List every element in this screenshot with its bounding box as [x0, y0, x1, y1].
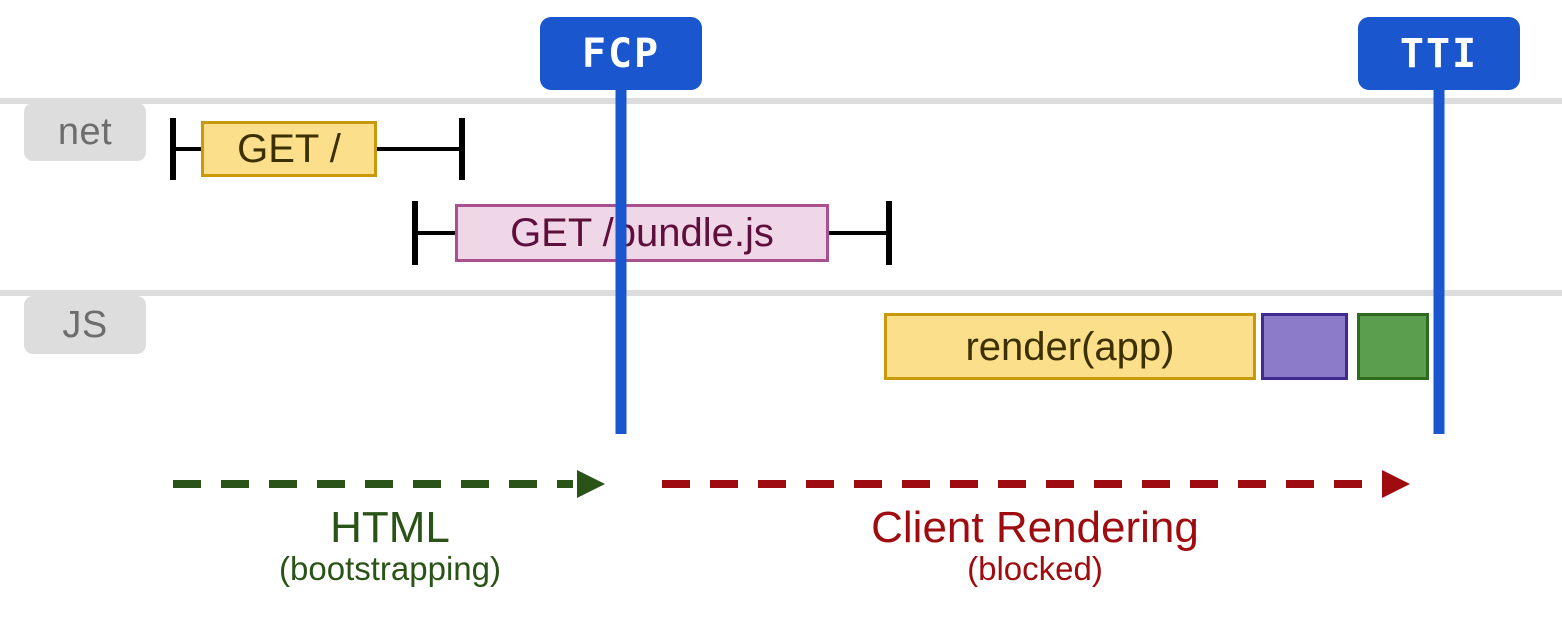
- milestone-tti-badge: TTI: [1358, 17, 1520, 90]
- js-track-rule: [0, 290, 1562, 296]
- phase-client-caption: Client Rendering (blocked): [640, 503, 1430, 587]
- phase-html-subtitle: (bootstrapping): [279, 549, 501, 587]
- network-bar-get-root: GET /: [0, 118, 1562, 180]
- milestone-fcp-badge: FCP: [540, 17, 702, 90]
- whisker-cap-end: [459, 118, 465, 180]
- whisker-line-end: [828, 231, 888, 235]
- phase-html-arrowhead-icon: [577, 470, 605, 498]
- track-label-net: net: [24, 103, 146, 161]
- track-label-js: JS: [24, 296, 146, 354]
- whisker-line-end: [372, 147, 462, 151]
- whisker-line-start: [414, 231, 458, 235]
- milestone-tti-line: [1433, 90, 1445, 434]
- network-bar-label: GET /bundle.js: [455, 204, 829, 262]
- net-track-rule: [0, 98, 1562, 104]
- phase-client-title: Client Rendering: [871, 503, 1199, 552]
- phase-html-dashed-line: [173, 480, 573, 488]
- phase-client-dashed-line: [662, 480, 1378, 488]
- phase-client-subtitle: (blocked): [967, 549, 1103, 587]
- whisker-line-start: [172, 147, 204, 151]
- network-bar-label: GET /: [201, 121, 377, 177]
- js-task-render-app: render(app): [884, 313, 1256, 380]
- phase-html-caption: HTML (bootstrapping): [0, 503, 780, 587]
- network-bar-get-bundle: GET /bundle.js: [0, 201, 1562, 265]
- js-task-purple: [1261, 313, 1348, 380]
- whisker-cap-end: [886, 201, 892, 265]
- js-task-green: [1357, 313, 1429, 380]
- phase-client-arrowhead-icon: [1382, 470, 1410, 498]
- phase-html-title: HTML: [330, 503, 450, 552]
- milestone-fcp-line: [615, 90, 627, 434]
